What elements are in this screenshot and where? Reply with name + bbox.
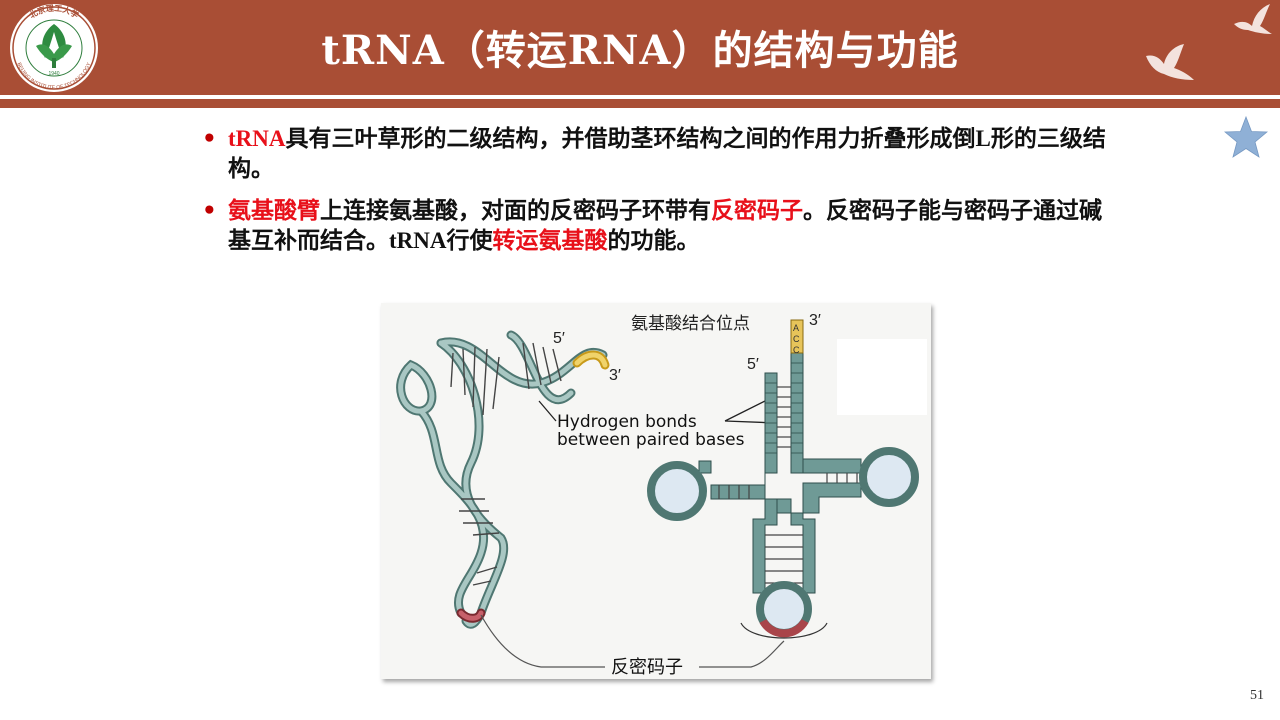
anticodon-pointer-lines — [480, 614, 785, 668]
bullet-2-text-c: 反密码子 — [711, 198, 803, 224]
bullet-1-text-d: 形的三级结构。 — [228, 126, 1106, 182]
bullet-2-text-a: 氨基酸臂 — [228, 198, 320, 224]
bullet-2-text-f: 行使 — [446, 228, 493, 254]
bullet-1-text-a: tRNA — [228, 126, 286, 151]
trna-diagram: 5′ 3′ Hydrogen bonds between paired base… — [396, 312, 927, 678]
amino-site-label: 氨基酸结合位点 — [631, 314, 750, 334]
bullet-1-text-b: 具有三叶草形的二级结构，并借助茎环结构之间的作用力折叠形成倒 — [285, 126, 976, 152]
bullet-2-text-g: 转运氨基酸 — [492, 228, 608, 254]
star-icon — [1224, 116, 1268, 158]
label-3prime-left: 3′ — [609, 367, 621, 384]
acc-base-2: C — [793, 334, 800, 344]
acc-base-1: A — [793, 323, 799, 333]
trna-3d-structure — [396, 330, 610, 629]
bullet-item: • 氨基酸臂上连接氨基酸，对面的反密码子环带有反密码子。反密码子能与密码子通过碱… — [200, 196, 1120, 256]
hbond-label-line1: Hydrogen bonds — [557, 412, 697, 432]
trna-figure: 5′ 3′ Hydrogen bonds between paired base… — [381, 303, 931, 679]
page-title: tRNA（转运RNA）的结构与功能 — [321, 27, 959, 74]
anticodon-label: 反密码子 — [611, 657, 683, 678]
logo-year: 1940 — [48, 71, 59, 77]
dove-icon — [1234, 4, 1272, 34]
bullet-item: • tRNA具有三叶草形的二级结构，并借助茎环结构之间的作用力折叠形成倒L形的三… — [200, 124, 1120, 184]
bullet-list: • tRNA具有三叶草形的二级结构，并借助茎环结构之间的作用力折叠形成倒L形的三… — [200, 124, 1120, 268]
hbond-label-line2: between paired bases — [557, 430, 745, 450]
dove-icon — [1146, 44, 1194, 80]
label-3prime-right: 3′ — [809, 312, 821, 329]
bullet-1-text-c: L — [975, 126, 991, 151]
bullet-2-text-h: 的功能。 — [607, 228, 700, 254]
bullet-2-text-e: tRNA — [389, 228, 447, 253]
acc-base-3: C — [793, 345, 800, 355]
bullet-2-text-b: 上连接氨基酸，对面的反密码子环带有 — [320, 198, 711, 224]
page-number: 51 — [1250, 688, 1264, 703]
bullet-2-text-d: 。反密码子能与密码子通过碱基互补而结合。 — [228, 198, 1102, 254]
blank-box — [837, 339, 927, 415]
bullet-dot: • — [202, 198, 217, 224]
header-underline — [0, 99, 1280, 108]
header-bar — [0, 0, 1280, 95]
header-divider — [0, 95, 1280, 99]
bullet-dot: • — [202, 126, 217, 152]
label-5prime-right: 5′ — [747, 356, 759, 373]
university-logo: 1940 北京理工大学 BEIJING INSTITUTE OF TECHNOL… — [10, 4, 98, 92]
hydrogen-bond-rungs — [450, 342, 562, 586]
label-5prime-left: 5′ — [553, 330, 565, 347]
trna-cloverleaf: A C C — [647, 319, 919, 639]
